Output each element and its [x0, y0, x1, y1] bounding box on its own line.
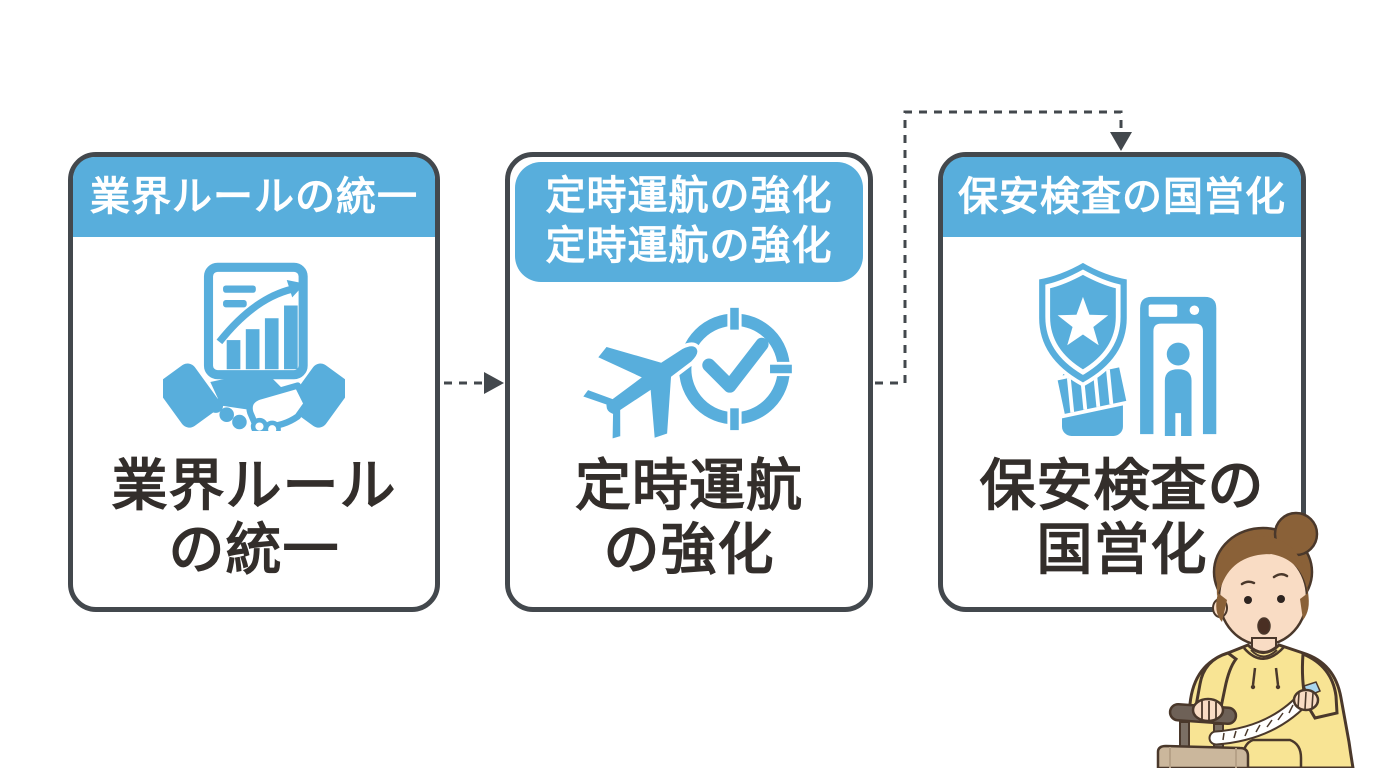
- person-illustration: [1156, 511, 1355, 768]
- shield-security-scanner-icon: [1035, 258, 1221, 437]
- handshake-growth-chart-icon: [163, 262, 345, 431]
- card-industry-rules-icon-area: [73, 237, 435, 454]
- suitcase: [1156, 744, 1250, 768]
- card-industry-rules: 業界ルールの統一: [68, 152, 440, 612]
- card-header-text: 保安検査の国営化: [958, 175, 1286, 219]
- card-title-line: 業界ルール: [111, 454, 397, 518]
- card-industry-rules-header: 業界ルールの統一: [73, 157, 435, 237]
- arrow-card1-card2-head: [484, 372, 504, 394]
- card-title-line: 保安検査の: [979, 454, 1265, 518]
- card-header-text: 定時運航の強化: [545, 224, 833, 268]
- hand: [1191, 697, 1225, 723]
- card-industry-rules-title: 業界ルール の統一: [73, 454, 435, 581]
- card-on-time-operation-icon-area: [510, 282, 868, 454]
- card-header-text: 業界ルールの統一: [90, 175, 418, 219]
- card-on-time-operation-header: 定時運航の強化 定時運航の強化: [515, 162, 863, 282]
- mouth: [1257, 617, 1271, 635]
- card-security-screening-title: 保安検査の 国営化: [943, 454, 1301, 581]
- eye: [1244, 596, 1252, 604]
- card-security-screening-header: 保安検査の国営化: [943, 157, 1301, 237]
- card-on-time-operation: 定時運航の強化 定時運航の強化 定時運航 の強化: [505, 152, 873, 612]
- card-title-line: 国営化: [1036, 517, 1208, 581]
- arrow-card2-card3-line: [875, 110, 1123, 385]
- card-header-text: 定時運航の強化: [545, 174, 833, 218]
- card-title-line: の統一: [168, 517, 340, 581]
- card-on-time-operation-title: 定時運航 の強化: [510, 454, 868, 581]
- airplane-clock-icon: [580, 304, 795, 442]
- card-security-screening-icon-area: [943, 237, 1301, 454]
- card-title-line: 定時運航: [575, 454, 803, 518]
- arrow-card2-card3-head: [1110, 132, 1132, 151]
- card-title-line: の強化: [603, 517, 775, 581]
- eye: [1277, 595, 1285, 603]
